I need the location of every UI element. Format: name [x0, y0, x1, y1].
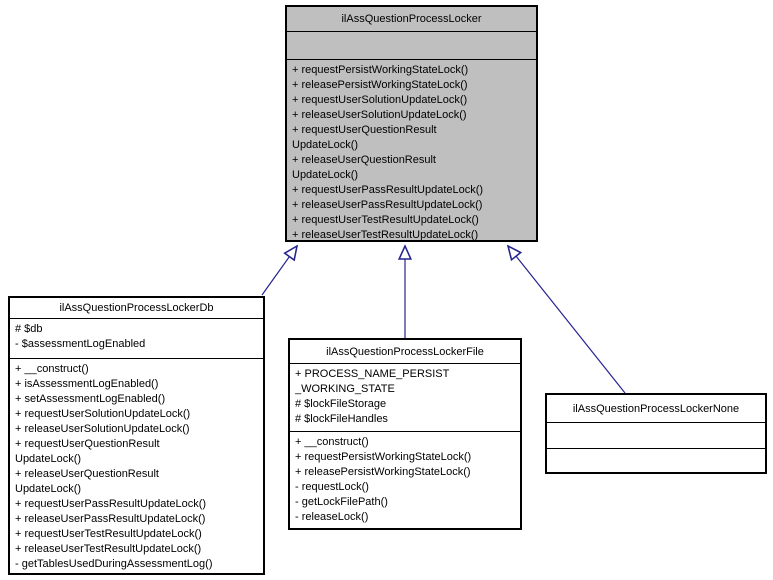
- member-line: + releaseUserSolutionUpdateLock(): [15, 423, 190, 435]
- class-node-ilassquestionprocesslockernone[interactable]: ilAssQuestionProcessLockerNone: [545, 393, 767, 474]
- class-node-ilassquestionprocesslockerfile[interactable]: ilAssQuestionProcessLockerFile + PROCESS…: [288, 338, 522, 530]
- class-methods: + __construct() + isAssessmentLogEnabled(…: [10, 359, 263, 573]
- member-line: + requestUserPassResultUpdateLock(): [292, 184, 484, 196]
- member-line: + releasePersistWorkingStateLock(): [292, 79, 468, 91]
- class-node-ilassquestionprocesslockerdb[interactable]: ilAssQuestionProcessLockerDb # $db - $ass…: [8, 296, 265, 575]
- member-line: - getLockFilePath(): [295, 496, 388, 508]
- class-name: ilAssQuestionProcessLockerNone: [547, 395, 765, 423]
- class-node-ilassquestionprocesslocker[interactable]: ilAssQuestionProcessLocker + requestPers…: [285, 5, 538, 242]
- class-methods: + requestPersistWorkingStateLock() + rele…: [287, 60, 536, 240]
- member-line: + releaseUserPassResultUpdateLock(): [15, 513, 206, 525]
- member-line: + setAssessmentLogEnabled(): [15, 393, 166, 405]
- member-line: + requestPersistWorkingStateLock(): [295, 451, 472, 463]
- member-line: + requestUserTestResultUpdateLock(): [15, 528, 202, 540]
- member-line: - releaseLock(): [295, 511, 369, 523]
- class-attributes: [547, 423, 765, 449]
- class-name: ilAssQuestionProcessLocker: [287, 7, 536, 32]
- member-line: + releasePersistWorkingStateLock(): [295, 466, 471, 478]
- member-line: + releaseUserSolutionUpdateLock(): [292, 109, 467, 121]
- member-line: - $assessmentLogEnabled: [15, 338, 146, 350]
- member-line: UpdateLock(): [292, 139, 359, 151]
- class-attributes: + PROCESS_NAME_PERSIST _WORKING_STATE # $l…: [290, 364, 520, 432]
- member-line: - requestLock(): [295, 481, 369, 493]
- member-line: + releaseUserQuestionResult: [292, 154, 436, 166]
- member-line: UpdateLock(): [15, 453, 82, 465]
- member-line: + requestUserSolutionUpdateLock(): [15, 408, 191, 420]
- member-line: + requestUserQuestionResult: [292, 124, 437, 136]
- member-line: + __construct(): [295, 436, 369, 448]
- member-line: + PROCESS_NAME_PERSIST: [295, 368, 450, 380]
- class-attributes: [287, 32, 536, 60]
- inheritance-edge-none: [508, 246, 626, 394]
- class-name: ilAssQuestionProcessLockerFile: [290, 340, 520, 364]
- class-methods: [547, 449, 765, 472]
- class-methods: + __construct() + requestPersistWorkingSt…: [290, 432, 520, 528]
- member-line: - getTablesUsedDuringAssessmentLog(): [15, 558, 213, 570]
- member-line: # $lockFileHandles: [295, 413, 388, 425]
- inheritance-edge-db: [261, 246, 297, 296]
- member-line: + releaseUserTestResultUpdateLock(): [292, 229, 479, 240]
- member-line: + isAssessmentLogEnabled(): [15, 378, 159, 390]
- member-line: + releaseUserQuestionResult: [15, 468, 159, 480]
- member-line: + releaseUserPassResultUpdateLock(): [292, 199, 483, 211]
- member-line: _WORKING_STATE: [295, 383, 395, 395]
- member-line: UpdateLock(): [15, 483, 82, 495]
- member-line: + requestUserQuestionResult: [15, 438, 160, 450]
- member-line: + requestPersistWorkingStateLock(): [292, 64, 469, 76]
- member-line: + requestUserTestResultUpdateLock(): [292, 214, 479, 226]
- member-line: UpdateLock(): [292, 169, 359, 181]
- member-line: + requestUserSolutionUpdateLock(): [292, 94, 468, 106]
- member-line: # $lockFileStorage: [295, 398, 387, 410]
- class-attributes: # $db - $assessmentLogEnabled: [10, 319, 263, 359]
- member-line: # $db: [15, 323, 43, 335]
- member-line: + requestUserPassResultUpdateLock(): [15, 498, 207, 510]
- member-line: + __construct(): [15, 363, 89, 375]
- member-line: + releaseUserTestResultUpdateLock(): [15, 543, 202, 555]
- class-name: ilAssQuestionProcessLockerDb: [10, 298, 263, 319]
